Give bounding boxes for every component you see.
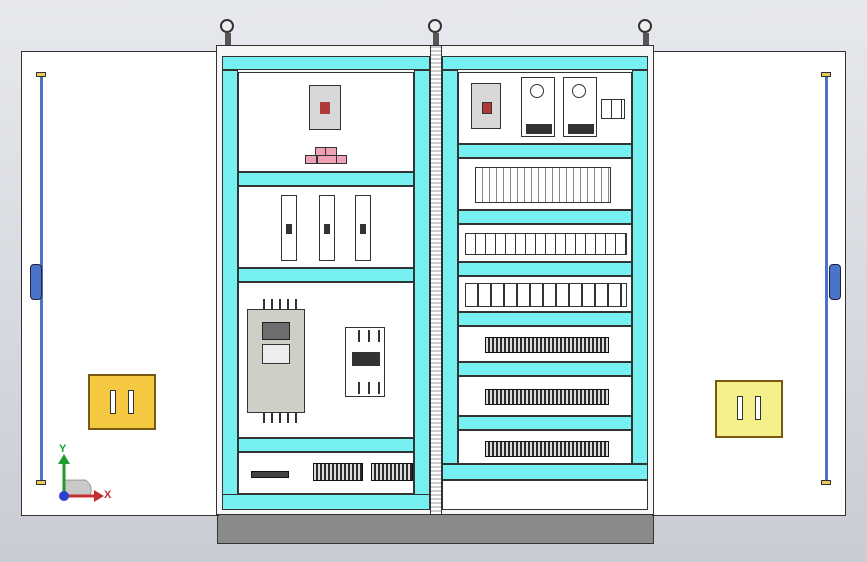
right-bay-top-rail [442, 56, 648, 70]
breaker-toggle[interactable] [482, 102, 492, 114]
fuse-indicator [324, 224, 330, 234]
psu-terminals [526, 124, 552, 134]
lifting-eye-right-post [643, 33, 649, 45]
small-relay-bank [601, 99, 625, 119]
power-supply-1 [521, 77, 555, 137]
right-section-relays-1 [458, 224, 632, 262]
plc-module[interactable] [475, 167, 611, 203]
lifting-eye-left-post [225, 33, 231, 45]
right-door-lock[interactable] [715, 380, 783, 438]
right-door-handle[interactable] [829, 264, 841, 300]
contactor-terminals-top [350, 330, 380, 342]
right-section-power [458, 72, 632, 144]
psu-fan-icon [530, 84, 544, 98]
lifting-eye-center [428, 19, 442, 33]
right-section-terminals-3 [458, 430, 632, 464]
right-bay-bottom-rail [442, 464, 648, 480]
left-section-breaker [238, 72, 414, 172]
left-bay-din-rail-2 [238, 268, 414, 282]
left-door-rod-cap-bottom [36, 480, 46, 485]
z-axis-dot [59, 491, 69, 501]
pink-terminal-blocks [305, 145, 349, 165]
fuse-holder-3[interactable] [355, 195, 371, 261]
right-door-rod-cap-bottom [821, 480, 831, 485]
contactor-body [352, 352, 380, 366]
psu-fan-icon [572, 84, 586, 98]
right-bay-left-rail [442, 70, 458, 464]
y-axis-label: Y [59, 443, 67, 455]
y-axis-head [58, 454, 70, 464]
right-bay-din-rail-6 [458, 416, 632, 430]
lock-slot [755, 396, 761, 420]
center-divider [430, 46, 442, 514]
cabinet-plinth [217, 514, 654, 544]
relay-row-1 [465, 233, 627, 255]
pink-terminal [305, 155, 317, 164]
right-bay-din-rail-1 [458, 144, 632, 158]
left-section-drive [238, 282, 414, 438]
right-section-terminals-1 [458, 326, 632, 362]
psu-terminals [568, 124, 594, 134]
left-section-fuses [238, 186, 414, 268]
right-section-plc [458, 158, 632, 210]
right-bay-base-cover [442, 480, 648, 510]
terminal-strip [485, 337, 609, 353]
left-bay-din-rail-3 [238, 438, 414, 452]
coordinate-triad: Y X [58, 443, 112, 502]
variable-frequency-drive[interactable] [247, 309, 305, 413]
right-door-lock-rod [825, 76, 828, 484]
lock-slot [110, 390, 116, 414]
fuse-holder-2[interactable] [319, 195, 335, 261]
left-door-lock[interactable] [88, 374, 156, 430]
right-bay-right-rail [632, 70, 648, 464]
contactor-terminals-bottom [350, 382, 380, 394]
right-bay-din-rail-4 [458, 312, 632, 326]
left-bay-left-rail [222, 70, 238, 496]
left-door-rod-cap-top [36, 72, 46, 77]
vfd-terminals-bottom [257, 413, 297, 423]
right-section-terminals-2 [458, 376, 632, 416]
contactor[interactable] [345, 327, 385, 397]
vfd-display [262, 322, 290, 340]
left-bay-right-rail [414, 70, 430, 496]
fuse-indicator [286, 224, 292, 234]
fuse-indicator [360, 224, 366, 234]
power-supply-2 [563, 77, 597, 137]
left-bay-top-rail [222, 56, 430, 70]
x-axis-label: X [104, 489, 112, 501]
right-door[interactable] [652, 51, 846, 516]
relay-row-2 [465, 283, 627, 307]
left-door-handle[interactable] [30, 264, 42, 300]
terminal-strip-2 [313, 463, 363, 481]
left-bay-bottom-rail [222, 494, 430, 510]
lock-slot [737, 396, 743, 420]
lifting-eye-right [638, 19, 652, 33]
right-section-relays-2 [458, 276, 632, 312]
left-section-terminals [238, 452, 414, 494]
vfd-terminals-top [257, 299, 297, 309]
pink-terminal [317, 155, 337, 164]
right-bay-din-rail-2 [458, 210, 632, 224]
right-bay-din-rail-5 [458, 362, 632, 376]
left-door[interactable] [21, 51, 219, 516]
breaker-toggle[interactable] [320, 102, 330, 114]
lifting-eye-left [220, 19, 234, 33]
terminal-strip-3 [371, 463, 413, 481]
lock-slot [128, 390, 134, 414]
terminal-strip [485, 389, 609, 405]
right-bay-din-rail-3 [458, 262, 632, 276]
main-circuit-breaker[interactable] [309, 85, 341, 130]
lifting-eye-center-post [433, 33, 439, 45]
x-axis-head [94, 490, 104, 502]
left-bay-din-rail-1 [238, 172, 414, 186]
right-door-rod-cap-top [821, 72, 831, 77]
terminal-strip [485, 441, 609, 457]
vfd-keypad[interactable] [262, 344, 290, 364]
control-circuit-breaker[interactable] [471, 83, 501, 129]
terminal-strip-1 [251, 471, 289, 478]
fuse-holder-1[interactable] [281, 195, 297, 261]
